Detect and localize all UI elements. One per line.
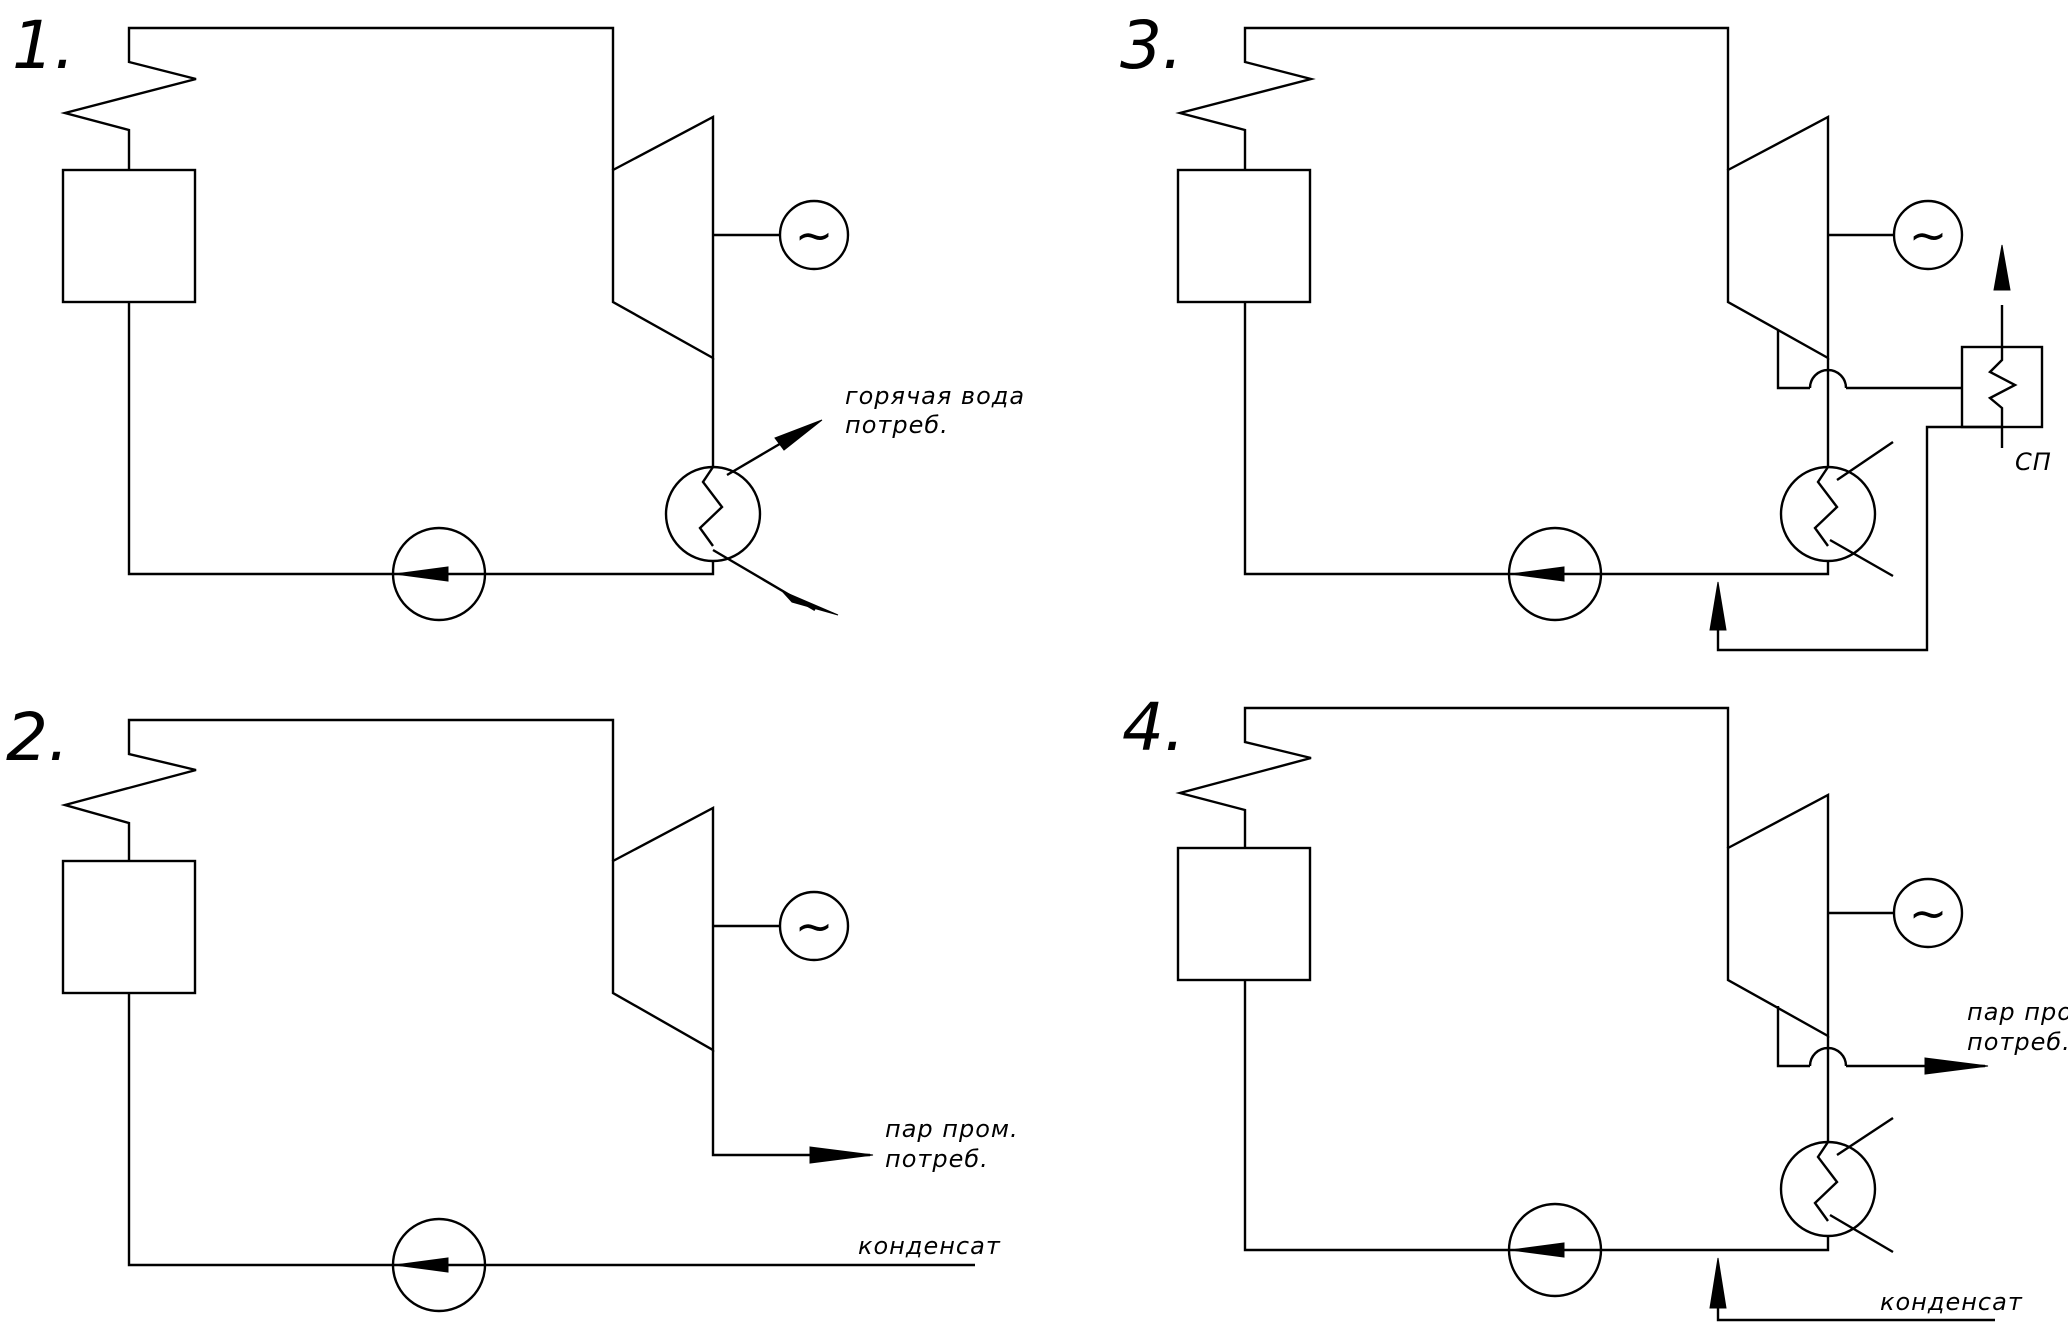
scheme-2: 2. ~ пар пром. потреб. конденсат	[6, 699, 1019, 1313]
generator-tilde: ~	[1909, 208, 1948, 262]
steam-label-1: пар пром.	[885, 1115, 1019, 1143]
steam-label-1: пар пром.	[1967, 998, 2068, 1026]
feed-pump	[391, 526, 487, 622]
condensate-label: конденсат	[858, 1232, 1001, 1260]
feed-pump	[391, 1217, 487, 1313]
scheme-3: 3. ~ СП	[1120, 7, 2052, 652]
turbine	[1726, 115, 1830, 361]
scheme-4-number: 4.	[1122, 689, 1185, 766]
superheater-coil	[60, 26, 615, 170]
boiler-box	[61, 168, 197, 304]
boiler-box	[61, 859, 197, 995]
generator-tilde: ~	[795, 208, 834, 262]
scheme-1: 1. ~ горячая вода потреб.	[12, 7, 1025, 622]
heater-label: СП	[2015, 448, 2052, 476]
superheater-coil	[1175, 26, 1730, 170]
boiler-box	[1176, 168, 1312, 304]
scheme-2-number: 2.	[6, 699, 69, 776]
hot-water-label-2: потреб.	[845, 411, 949, 439]
steam-arrow	[1924, 1057, 1989, 1075]
scheme-1-number: 1.	[12, 7, 75, 84]
steam-arrow	[809, 1146, 874, 1164]
hot-water-label-1: горячая вода	[845, 382, 1025, 410]
turbine	[611, 115, 715, 361]
feed-pump	[1507, 1202, 1603, 1298]
scheme-4: 4. ~ пар пром. потреб. конденсат	[1122, 689, 2068, 1322]
generator-symbol	[778, 890, 850, 962]
generator-tilde: ~	[795, 899, 834, 953]
condensate-label: конденсат	[1880, 1288, 2023, 1316]
steam-label-2: потреб.	[885, 1145, 989, 1173]
steam-label-2: потреб.	[1967, 1028, 2068, 1056]
scheme-3-number: 3.	[1120, 7, 1183, 84]
hot-water-out-arrow	[1993, 244, 2011, 291]
superheater-coil	[60, 718, 615, 861]
turbine	[1726, 793, 1830, 1039]
boiler-box	[1176, 846, 1312, 982]
generator-tilde: ~	[1909, 886, 1948, 940]
feed-pump	[1507, 526, 1603, 622]
generator-symbol	[1892, 199, 1964, 271]
generator-symbol	[778, 199, 850, 271]
generator-symbol	[1892, 877, 1964, 949]
turbine	[611, 806, 715, 1053]
superheater-coil	[1175, 706, 1730, 848]
